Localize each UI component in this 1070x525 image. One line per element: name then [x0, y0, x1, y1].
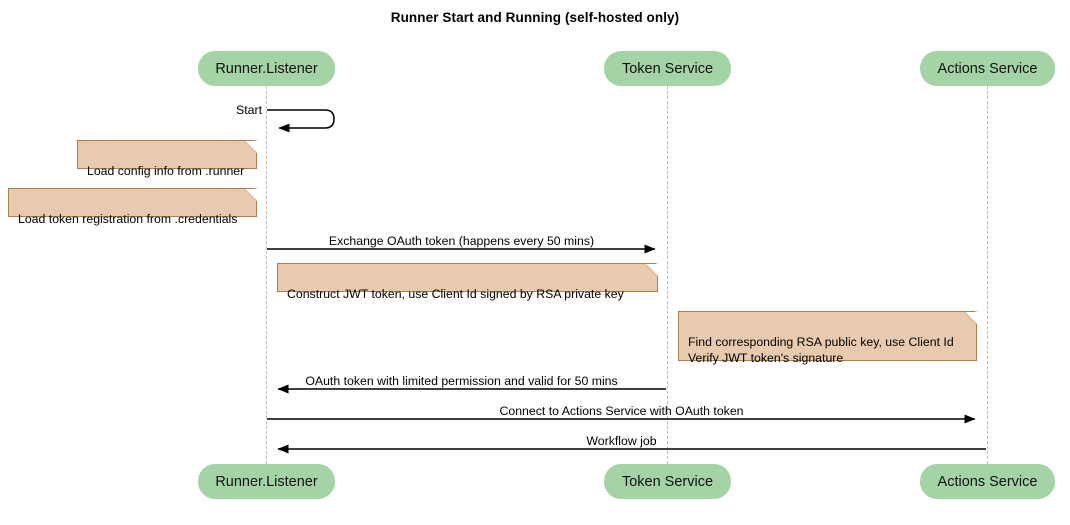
message-label-oauth-token-reply: OAuth token with limited permission and …	[305, 374, 618, 388]
participant-runner-bottom[interactable]: Runner.Listener	[198, 464, 335, 499]
participant-label: Token Service	[621, 473, 714, 490]
participant-actions-bottom[interactable]: Actions Service	[920, 464, 1055, 499]
lifeline-token	[667, 86, 668, 464]
participant-token-top[interactable]: Token Service	[604, 51, 731, 86]
message-start-self-loop	[267, 109, 335, 133]
page-title: Runner Start and Running (self-hosted on…	[390, 10, 680, 25]
participant-label: Actions Service	[937, 473, 1038, 490]
lifeline-actions	[987, 86, 988, 464]
note-fold-corner-icon	[244, 141, 256, 153]
note-fold-corner-icon	[645, 264, 657, 276]
note-fold-corner-icon	[244, 189, 256, 201]
participant-label: Runner.Listener	[215, 473, 318, 490]
note-load-config: Load config info from .runner	[77, 140, 257, 178]
note-fold-corner-icon	[964, 312, 976, 324]
message-label-start: Start	[236, 103, 262, 117]
message-label-workflow-job: Workflow job	[586, 434, 657, 448]
message-label-connect-actions-service: Connect to Actions Service with OAuth to…	[499, 404, 744, 418]
message-label-exchange-oauth-token: Exchange OAuth token (happens every 50 m…	[328, 234, 595, 248]
participant-token-bottom[interactable]: Token Service	[604, 464, 731, 499]
note-construct-jwt: Construct JWT token, use Client Id signe…	[277, 263, 658, 301]
lifeline-runner	[266, 86, 267, 464]
participant-label: Actions Service	[937, 60, 1038, 77]
participant-runner-top[interactable]: Runner.Listener	[198, 51, 335, 86]
note-verify-jwt: Find corresponding RSA public key, use C…	[678, 311, 977, 365]
note-load-token-registration: Load token registration from .credential…	[8, 188, 257, 226]
participant-label: Token Service	[621, 60, 714, 77]
participant-actions-top[interactable]: Actions Service	[920, 51, 1055, 86]
participant-label: Runner.Listener	[215, 60, 318, 77]
